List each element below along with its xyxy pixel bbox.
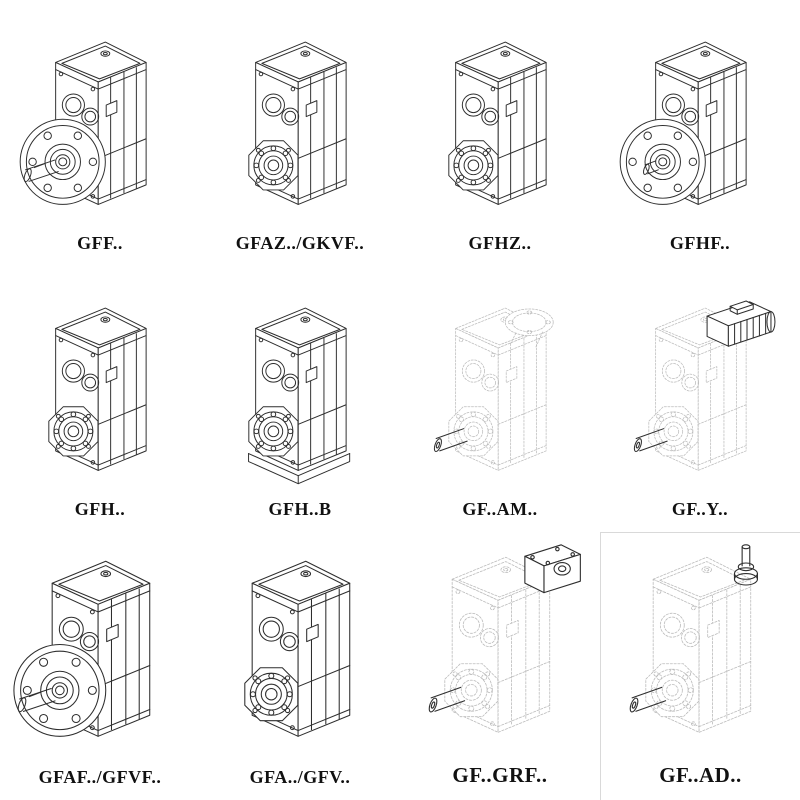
catalog-cell-gff: GFF.. bbox=[0, 0, 200, 266]
catalog-cell-gfh: GFH.. bbox=[0, 266, 200, 532]
model-label: GF..GRF.. bbox=[452, 763, 548, 787]
gearbox-drawing-adapter-block-ghost bbox=[427, 544, 581, 733]
model-label: GFH..B bbox=[268, 499, 332, 519]
gearbox-drawing-flange bbox=[619, 41, 747, 205]
model-label: GF..AM.. bbox=[462, 499, 538, 519]
model-label: GFH.. bbox=[74, 499, 126, 519]
gearbox-drawing-input-flange-ghost bbox=[432, 307, 554, 471]
catalog-cell-gfhz: GFHZ.. bbox=[400, 0, 600, 266]
catalog-cell-gfh-b: GFH..B bbox=[200, 266, 400, 532]
model-label: GFA../GFV.. bbox=[249, 767, 351, 787]
catalog-cell-gf-y: GF..Y.. bbox=[600, 266, 800, 532]
catalog-cell-gfhf: GFHF.. bbox=[600, 0, 800, 266]
gearbox-drawing-hollow-bore bbox=[244, 560, 351, 737]
model-label: GFHZ.. bbox=[468, 233, 532, 253]
model-label: GFHF.. bbox=[669, 233, 731, 253]
catalog-cell-gfaz-gkvf: GFAZ../GKVF.. bbox=[200, 0, 400, 266]
gearbox-drawing-bearing-bore bbox=[48, 307, 147, 471]
catalog-cell-gf-grf: GF..GRF.. bbox=[400, 532, 600, 800]
model-label: GFAF../GFVF.. bbox=[38, 767, 162, 787]
gearbox-drawing-hollow-bore bbox=[248, 41, 347, 205]
gearbox-drawing-flange-output bbox=[13, 560, 151, 737]
catalog-cell-gf-ad: GF..AD.. bbox=[600, 532, 800, 800]
gearbox-drawing-motor-ghost bbox=[632, 300, 776, 471]
catalog-cell-gf-am: GF..AM.. bbox=[400, 266, 600, 532]
model-label: GFAZ../GKVF.. bbox=[235, 233, 365, 253]
catalog-cell-gfaf-gfvf: GFAF../GFVF.. bbox=[0, 532, 200, 800]
model-label: GF..Y.. bbox=[671, 499, 729, 519]
catalog-cell-gfa-gfv: GFA../GFV.. bbox=[200, 532, 400, 800]
model-label: GFF.. bbox=[77, 233, 123, 253]
gearbox-drawing-input-shaft-ghost bbox=[627, 544, 758, 733]
gearbox-drawing-flange-output bbox=[19, 41, 147, 205]
model-label: GF..AD.. bbox=[659, 763, 742, 787]
gearbox-drawing-bearing-bore-foot bbox=[248, 307, 351, 485]
gearbox-drawing-hollow-bore bbox=[448, 41, 547, 205]
